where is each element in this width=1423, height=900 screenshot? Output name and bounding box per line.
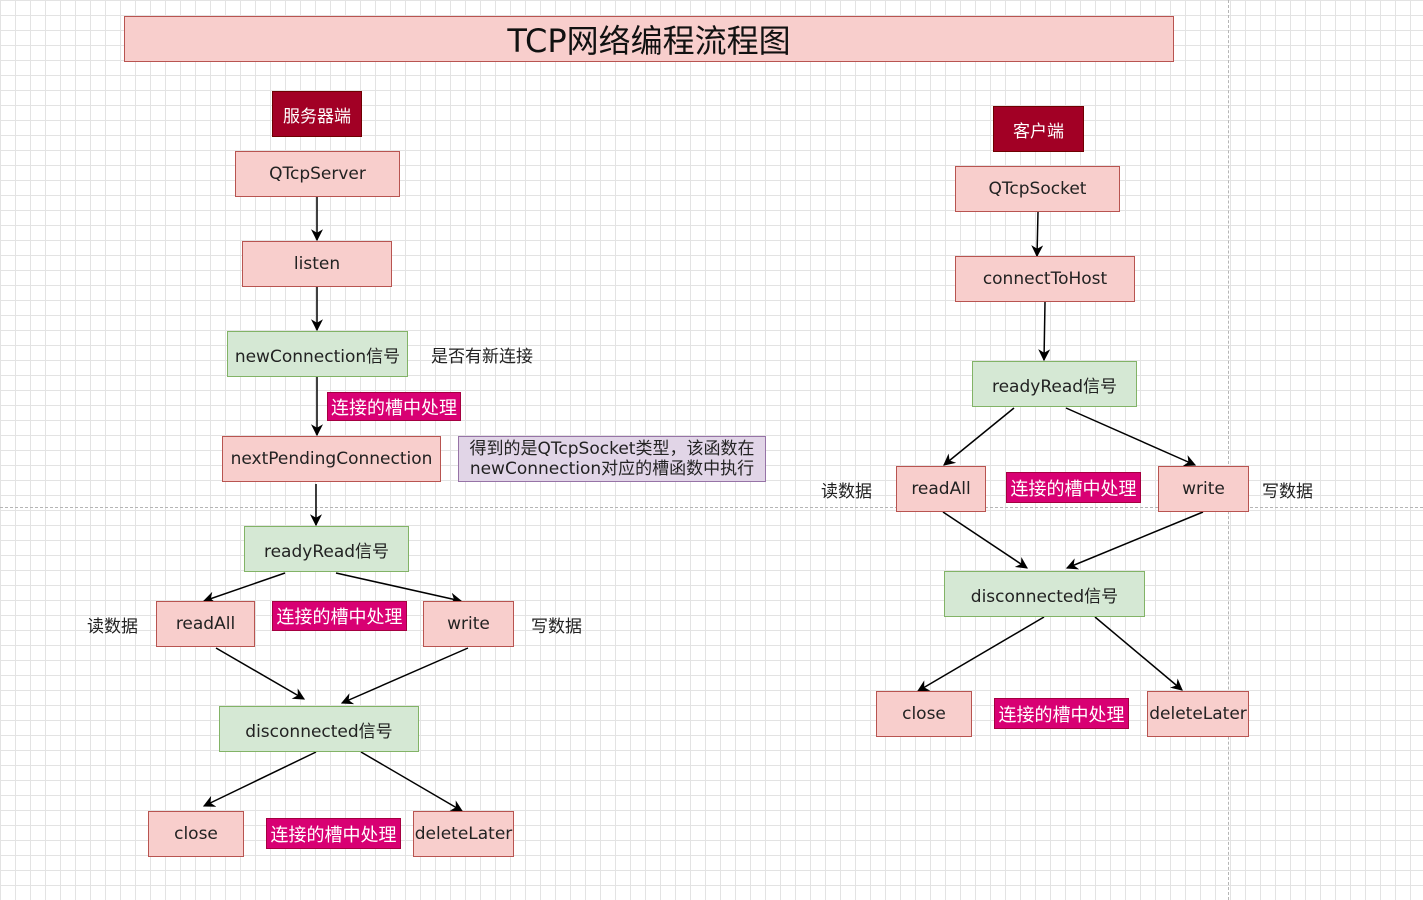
edge-connecttohost-to-readyread bbox=[1038, 301, 1051, 362]
slot-label-disconnected: 连接的槽中处理 bbox=[266, 818, 401, 849]
client-readyread-signal-node[interactable]: readyRead信号 bbox=[972, 361, 1137, 407]
edge-readyread-to-write-client bbox=[1065, 407, 1197, 467]
readall-node[interactable]: readAll bbox=[156, 601, 255, 647]
horizontal-guide-line bbox=[0, 507, 1423, 508]
client-disconnected-signal-node[interactable]: disconnected信号 bbox=[944, 571, 1145, 617]
edge-write-to-disconnected bbox=[340, 647, 469, 705]
nextpending-note: 得到的是QTcpSocket类型，该函数在newConnection对应的槽函数… bbox=[458, 436, 766, 482]
newconnection-signal-node[interactable]: newConnection信号 bbox=[227, 331, 408, 377]
nextpendingconnection-node[interactable]: nextPendingConnection bbox=[222, 436, 441, 482]
client-write-node[interactable]: write bbox=[1158, 466, 1249, 512]
client-readall-node[interactable]: readAll bbox=[896, 466, 986, 512]
deletelater-node[interactable]: deleteLater bbox=[413, 811, 514, 857]
vertical-guide-line bbox=[1228, 0, 1229, 900]
write-node[interactable]: write bbox=[423, 601, 514, 647]
client-slot-label-disconnected: 连接的槽中处理 bbox=[994, 698, 1129, 729]
client-role-label: 客户端 bbox=[993, 106, 1084, 152]
disconnected-signal-node[interactable]: disconnected信号 bbox=[219, 706, 419, 752]
edge-disconnected-to-deletelater-client bbox=[1094, 616, 1183, 691]
client-deletelater-node[interactable]: deleteLater bbox=[1147, 691, 1249, 737]
write-data-label: 写数据 bbox=[531, 617, 582, 637]
edge-disconnected-to-close bbox=[202, 751, 317, 807]
slot-label-newconnection: 连接的槽中处理 bbox=[327, 392, 461, 421]
client-write-data-label: 写数据 bbox=[1262, 482, 1313, 502]
edge-readall-to-disconnected bbox=[215, 647, 306, 700]
read-data-label: 读数据 bbox=[87, 617, 138, 637]
connecttohost-node[interactable]: connectToHost bbox=[955, 256, 1135, 302]
diagram-title: TCP网络编程流程图 bbox=[124, 16, 1174, 62]
edge-readyread-to-readall bbox=[202, 572, 286, 604]
client-slot-label-readyread: 连接的槽中处理 bbox=[1006, 472, 1141, 503]
edge-readyread-to-readall-client bbox=[943, 407, 1015, 466]
server-role-label: 服务器端 bbox=[272, 91, 362, 137]
listen-node[interactable]: listen bbox=[242, 241, 392, 287]
client-read-data-label: 读数据 bbox=[821, 482, 872, 502]
close-node[interactable]: close bbox=[148, 811, 244, 857]
edge-disconnected-to-deletelater bbox=[360, 751, 464, 812]
slot-label-readyread: 连接的槽中处理 bbox=[272, 601, 407, 631]
newconnection-note: 是否有新连接 bbox=[431, 347, 533, 367]
edge-write-to-disconnected-client bbox=[1065, 511, 1204, 570]
client-close-node[interactable]: close bbox=[876, 691, 972, 737]
edge-qtcpsocket-to-connecttohost bbox=[1031, 211, 1044, 258]
edge-disconnected-to-close-client bbox=[916, 616, 1045, 692]
readyread-signal-node[interactable]: readyRead信号 bbox=[244, 526, 409, 572]
qtcpserver-node[interactable]: QTcpServer bbox=[235, 151, 400, 197]
edge-readall-to-disconnected-client bbox=[942, 511, 1028, 569]
edge-readyread-to-write bbox=[335, 572, 463, 605]
qtcpsocket-node[interactable]: QTcpSocket bbox=[955, 166, 1120, 212]
